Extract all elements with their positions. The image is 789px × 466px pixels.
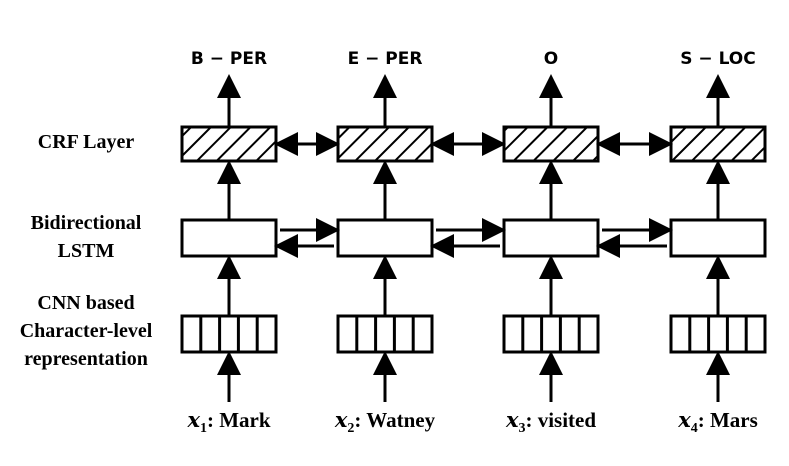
cnn-box bbox=[669, 314, 767, 354]
token-subscript: 3 bbox=[518, 421, 525, 436]
column-1: B − PER x1: Mark bbox=[180, 49, 278, 436]
column-4: S − LOC x4: Mars bbox=[669, 49, 767, 436]
token-variable: x bbox=[334, 407, 348, 432]
lstm-box bbox=[669, 218, 767, 258]
input-token: x1: Mark bbox=[186, 407, 270, 436]
cnn-label-line3: representation bbox=[24, 348, 148, 370]
input-token: x4: Mars bbox=[677, 407, 758, 436]
token-word: : visited bbox=[525, 408, 596, 432]
lstm-box bbox=[336, 218, 434, 258]
crf-box bbox=[336, 125, 434, 163]
crf-box bbox=[669, 125, 767, 163]
token-word: : Mars bbox=[698, 408, 758, 432]
layer-connectors bbox=[274, 132, 673, 258]
lstm-label-line2: LSTM bbox=[58, 240, 115, 262]
input-token: x2: Watney bbox=[334, 407, 436, 436]
crf-layer-label: CRF Layer bbox=[38, 131, 135, 153]
token-subscript: 4 bbox=[691, 421, 698, 436]
output-tag: E − PER bbox=[348, 49, 423, 69]
cnn-box bbox=[180, 314, 278, 354]
cnn-box bbox=[502, 314, 600, 354]
lstm-box bbox=[502, 218, 600, 258]
token-subscript: 2 bbox=[347, 421, 354, 436]
crf-box bbox=[502, 125, 600, 163]
input-token: x3: visited bbox=[505, 407, 596, 436]
output-tag: B − PER bbox=[191, 49, 267, 69]
cnn-box bbox=[336, 314, 434, 354]
token-word: : Mark bbox=[207, 408, 271, 432]
token-subscript: 1 bbox=[200, 421, 207, 436]
column-2: E − PER x2: Watney bbox=[334, 49, 436, 436]
crf-box bbox=[180, 125, 278, 163]
lstm-label-line1: Bidirectional bbox=[31, 212, 142, 234]
cnn-label-line2: Character-level bbox=[20, 320, 153, 342]
token-variable: x bbox=[677, 407, 691, 432]
cnn-label-line1: CNN based bbox=[37, 292, 134, 314]
column-3: Ox3: visited bbox=[502, 49, 600, 436]
output-tag: S − LOC bbox=[680, 49, 755, 69]
output-tag: O bbox=[544, 49, 558, 69]
token-word: : Watney bbox=[354, 408, 435, 432]
lstm-box bbox=[180, 218, 278, 258]
token-variable: x bbox=[505, 407, 519, 432]
token-variable: x bbox=[186, 407, 200, 432]
